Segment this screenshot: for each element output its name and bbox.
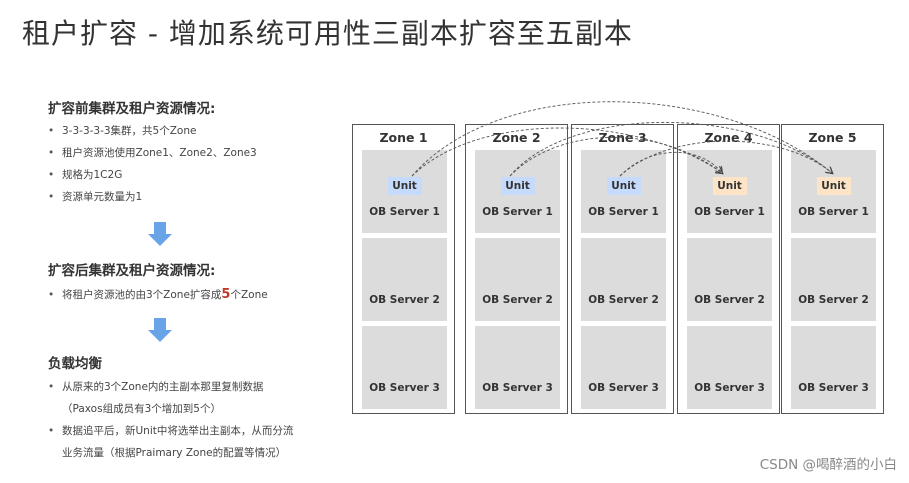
ob-server-3: OB Server 3: [475, 326, 560, 409]
balance-item1-line2: （Paxos组成员有3个增加到5个）: [62, 403, 221, 415]
balance-list: 从原来的3个Zone内的主副本那里复制数据（Paxos组成员有3个增加到5个） …: [48, 376, 293, 464]
after-item-highlight: 5: [221, 287, 231, 302]
server-label: OB Server 2: [482, 294, 553, 306]
list-item: 规格为1C2G: [48, 166, 257, 188]
after-item-prefix: 将租户资源池的由3个Zone扩容成: [62, 289, 222, 301]
zone-label: Zone 5: [808, 130, 857, 145]
after-heading: 扩容后集群及租户资源情况:: [48, 263, 216, 279]
list-item: 将租户资源池的由3个Zone扩容成5个Zone: [48, 286, 268, 308]
list-item: 资源单元数量为1: [48, 188, 257, 210]
ob-server-1: Unit OB Server 1: [475, 150, 560, 233]
server-label: OB Server 1: [694, 206, 765, 218]
ob-server-3: OB Server 3: [362, 326, 447, 409]
balance-item2-line2: 业务流量（根据Praimary Zone的配置等情况）: [62, 447, 287, 459]
ob-server-2: OB Server 2: [475, 238, 560, 321]
ob-server-3: OB Server 3: [581, 326, 666, 409]
ob-server-1: Unit OB Server 1: [362, 150, 447, 233]
unit-badge: Unit: [712, 177, 747, 195]
server-label: OB Server 3: [588, 382, 659, 394]
zone-5: Zone 5 Unit OB Server 1 OB Server 2 OB S…: [781, 124, 884, 414]
server-label: OB Server 1: [588, 206, 659, 218]
ob-server-1: Unit OB Server 1: [687, 150, 772, 233]
after-item-suffix: 个Zone: [230, 289, 268, 301]
zone-label: Zone 1: [379, 130, 428, 145]
ob-server-3: OB Server 3: [791, 326, 876, 409]
page-title: 租户扩容 - 增加系统可用性三副本扩容至五副本: [22, 17, 633, 50]
zone-4: Zone 4 Unit OB Server 1 OB Server 2 OB S…: [677, 124, 780, 414]
ob-server-1: Unit OB Server 1: [791, 150, 876, 233]
list-item: 3-3-3-3-3集群，共5个Zone: [48, 122, 257, 144]
ob-server-1: Unit OB Server 1: [581, 150, 666, 233]
ob-server-3: OB Server 3: [687, 326, 772, 409]
unit-badge: Unit: [606, 177, 641, 195]
zone-3: Zone 3 Unit OB Server 1 OB Server 2 OB S…: [571, 124, 674, 414]
ob-server-2: OB Server 2: [581, 238, 666, 321]
zone-2: Zone 2 Unit OB Server 1 OB Server 2 OB S…: [465, 124, 568, 414]
down-arrow-icon: [148, 222, 172, 246]
server-label: OB Server 2: [588, 294, 659, 306]
watermark: CSDN @喝醉酒的小白: [759, 457, 897, 473]
server-label: OB Server 3: [798, 382, 869, 394]
ob-server-2: OB Server 2: [362, 238, 447, 321]
zone-label: Zone 3: [598, 130, 647, 145]
after-list: 将租户资源池的由3个Zone扩容成5个Zone: [48, 286, 268, 308]
server-label: OB Server 3: [369, 382, 440, 394]
zone-label: Zone 4: [704, 130, 753, 145]
unit-badge: Unit: [816, 177, 851, 195]
server-label: OB Server 3: [694, 382, 765, 394]
server-label: OB Server 1: [798, 206, 869, 218]
list-item: 数据追平后，新Unit中将选举出主副本，从而分流业务流量（根据Praimary …: [48, 420, 293, 464]
server-label: OB Server 1: [482, 206, 553, 218]
unit-badge: Unit: [500, 177, 535, 195]
list-item: 租户资源池使用Zone1、Zone2、Zone3: [48, 144, 257, 166]
unit-badge: Unit: [387, 177, 422, 195]
zone-1: Zone 1 Unit OB Server 1 OB Server 2 OB S…: [352, 124, 455, 414]
down-arrow-icon: [148, 318, 172, 342]
server-label: OB Server 2: [694, 294, 765, 306]
balance-item1-line1: 从原来的3个Zone内的主副本那里复制数据: [62, 381, 264, 393]
server-label: OB Server 3: [482, 382, 553, 394]
server-label: OB Server 2: [798, 294, 869, 306]
zone-label: Zone 2: [492, 130, 541, 145]
before-heading: 扩容前集群及租户资源情况:: [48, 101, 216, 117]
server-label: OB Server 1: [369, 206, 440, 218]
ob-server-2: OB Server 2: [687, 238, 772, 321]
balance-item2-line1: 数据追平后，新Unit中将选举出主副本，从而分流: [62, 425, 294, 437]
balance-heading: 负载均衡: [48, 356, 102, 372]
before-list: 3-3-3-3-3集群，共5个Zone 租户资源池使用Zone1、Zone2、Z…: [48, 122, 257, 210]
server-label: OB Server 2: [369, 294, 440, 306]
list-item: 从原来的3个Zone内的主副本那里复制数据 （Paxos组成员有3个增加到5个）: [48, 376, 293, 420]
ob-server-2: OB Server 2: [791, 238, 876, 321]
